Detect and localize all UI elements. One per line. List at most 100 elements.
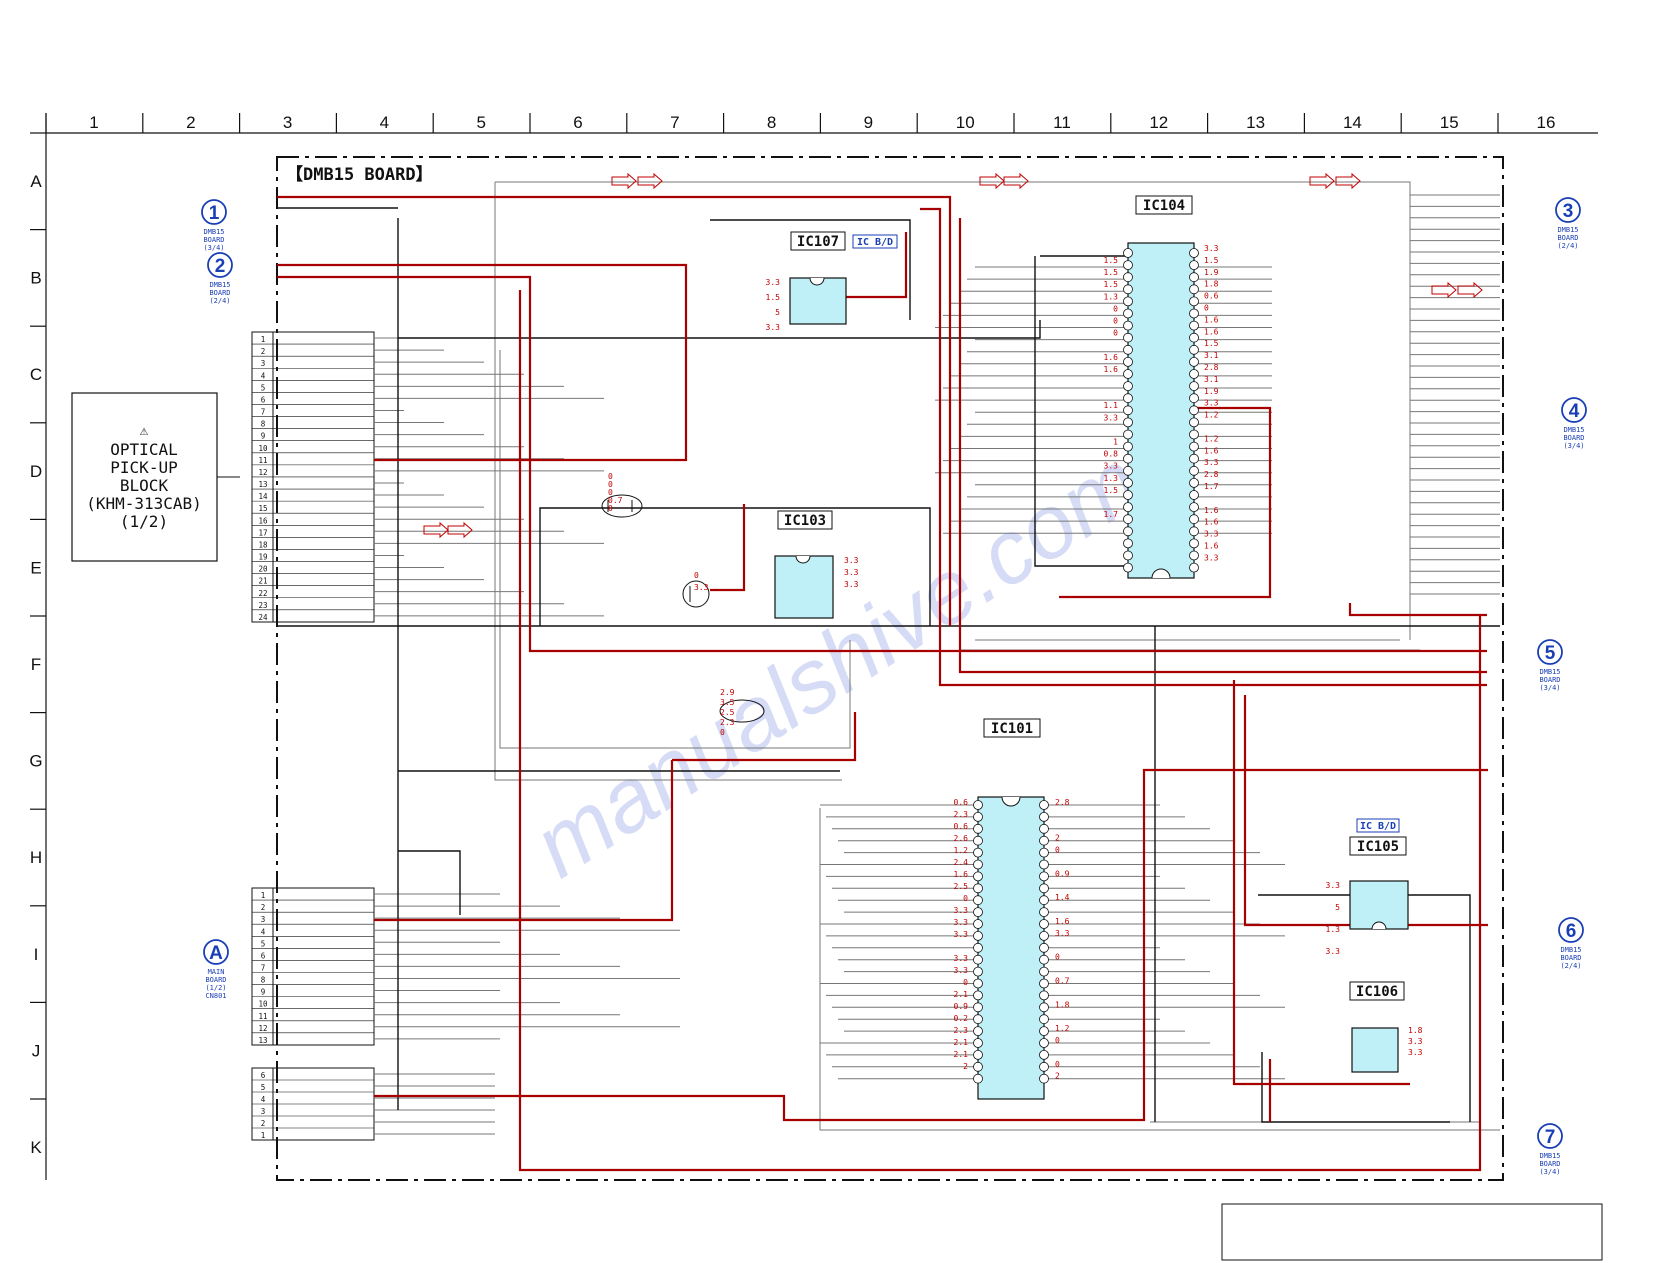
ic-pin	[973, 1014, 983, 1025]
voltage-value: 1.5	[1104, 486, 1119, 495]
connector-pin-number: 10	[258, 1000, 268, 1009]
signal-arrow-icon	[611, 172, 637, 190]
connector-marker-circle	[203, 939, 229, 965]
connector-pin-number: 6	[261, 395, 266, 404]
grid-col-label: 3	[283, 113, 292, 132]
connector-pin-number: 21	[258, 577, 267, 586]
ic-pin	[1123, 260, 1133, 271]
ic-pin	[1039, 823, 1049, 834]
connector-markers: 1DMB15BOARD(3/4)2DMB15BOARD(2/4)3DMB15BO…	[201, 197, 1587, 1176]
voltage-value: 1.3	[1326, 925, 1341, 934]
signal-arrow-icon	[1431, 281, 1457, 299]
ic-pin	[1123, 344, 1133, 355]
connector-marker-text: (3/4)	[1539, 1168, 1560, 1176]
red-signal-3	[277, 275, 1487, 653]
ic107-rail	[710, 219, 911, 320]
red-ic107-out	[846, 232, 908, 299]
board-title: 【DMB15 BOARD】	[286, 164, 433, 185]
ic-pin	[1189, 272, 1199, 283]
ic-pin	[1039, 1038, 1049, 1048]
signal-arrow-icon	[423, 521, 449, 539]
ic-pin	[1123, 562, 1133, 573]
connector-pin-number: 2	[261, 347, 266, 356]
ic-pin	[973, 1073, 983, 1084]
ic-pin	[1039, 1014, 1049, 1025]
voltage-value: 1.6	[1204, 506, 1219, 515]
red-signal-5	[920, 207, 1487, 687]
grid-col-label: 11	[1053, 113, 1071, 132]
voltage-value: 2	[1055, 1072, 1060, 1081]
ic-pin	[1123, 272, 1133, 283]
connector-pin-number: 12	[258, 468, 267, 477]
connector-pin-number: 16	[258, 516, 268, 525]
voltage-value: 3.3	[954, 966, 969, 975]
ic-pin	[1123, 393, 1133, 404]
connector-marker-text: BOARD	[1539, 676, 1560, 684]
voltage-value: 1.5	[1104, 256, 1119, 265]
voltage-value: 1.3	[1104, 474, 1119, 483]
voltage-value: 1.5	[1204, 339, 1219, 348]
q-area-rail	[539, 507, 931, 626]
connector-pin-number: 3	[261, 359, 266, 368]
red-signal-wires	[277, 195, 1488, 1172]
connector-marker-text: (2/4)	[1557, 242, 1578, 250]
ic-pin	[1189, 562, 1199, 573]
ic-pin	[1039, 931, 1049, 941]
ic-pin	[1123, 526, 1133, 537]
voltage-value: 3.3	[844, 568, 859, 577]
connector-pin-number: 1	[261, 335, 266, 344]
ic-pin	[1123, 405, 1133, 416]
red-main-bottom	[374, 768, 1488, 1122]
grid-col-label: 15	[1440, 113, 1459, 132]
voltage-value: 0.7	[608, 496, 623, 505]
grid-row-label: J	[32, 1041, 41, 1060]
ic-pin	[1039, 907, 1049, 917]
ic-pin	[973, 942, 983, 953]
ic-pin	[1123, 538, 1133, 549]
voltage-value: 1.6	[1055, 917, 1070, 926]
connector-marker-text: (3/4)	[1539, 684, 1560, 692]
ic-pin	[973, 871, 983, 882]
ic-pin	[1123, 369, 1133, 379]
connector-marker-text: BOARD	[209, 289, 230, 297]
voltage-value: 2.6	[954, 834, 969, 843]
ic-pin	[1039, 990, 1049, 1001]
connector-pin-number: 12	[258, 1024, 267, 1033]
grid-row-label: D	[30, 462, 42, 481]
voltage-value: 1	[1113, 438, 1118, 447]
connector-marker-text: DMB15	[1563, 426, 1584, 434]
ic-pin	[973, 966, 983, 977]
connector-marker-circle	[1558, 917, 1584, 943]
connector-marker-text: (2/4)	[209, 297, 230, 305]
connector-marker-text: MAIN	[208, 968, 225, 976]
voltage-value: 1.5	[1104, 280, 1119, 289]
connector-marker-circle	[1537, 639, 1563, 665]
ic-pin	[973, 800, 983, 810]
connector-marker-text: DMB15	[1539, 1152, 1560, 1160]
voltage-value: 2.5	[720, 708, 735, 717]
voltage-value: 3.3	[954, 954, 969, 963]
ic-pin	[1123, 320, 1133, 331]
ic-pin	[1123, 417, 1133, 428]
bus-loop-bottom2	[1150, 1090, 1481, 1123]
connector-pin-number: 3	[261, 1107, 266, 1116]
red-signal-6	[958, 218, 1487, 674]
ic-pin	[1189, 393, 1199, 404]
connector-marker-number: 7	[1545, 1127, 1556, 1148]
grid-row-label: C	[30, 365, 42, 384]
voltage-value: 0	[963, 978, 968, 987]
grid-col-label: 1	[89, 113, 98, 132]
voltage-value: 1.5	[1104, 268, 1119, 277]
voltage-value: 1.6	[1204, 542, 1219, 551]
voltage-value: 0	[1055, 1036, 1060, 1045]
connector-pin-number: 5	[261, 939, 266, 948]
voltage-value: 0	[1113, 304, 1118, 313]
voltage-value: 3.3	[1204, 458, 1219, 467]
grid-col-label: 5	[476, 113, 485, 132]
ic-pin	[1189, 320, 1199, 331]
ic-pin	[1123, 284, 1133, 295]
ic-pin	[973, 835, 983, 846]
